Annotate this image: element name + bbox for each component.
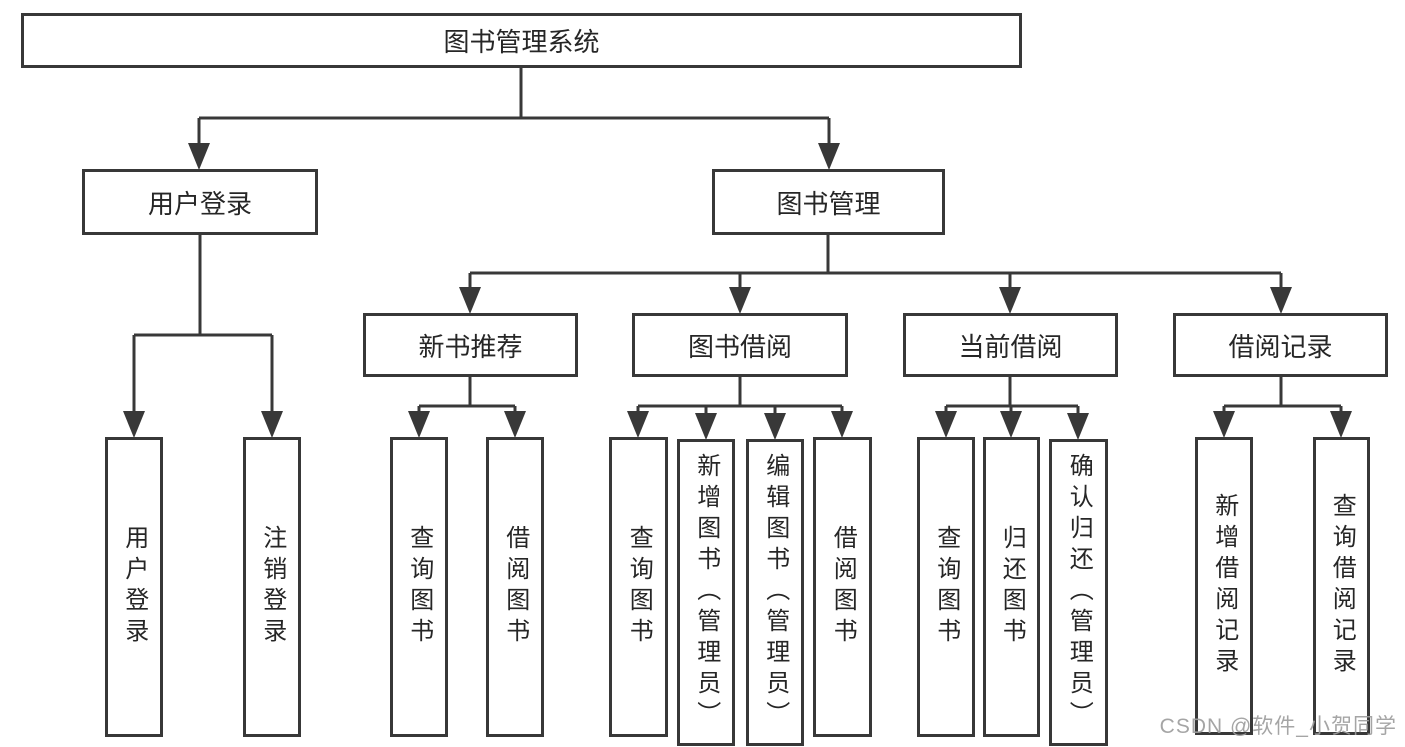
node-label: 图书借阅 (687, 331, 792, 362)
connector-book-mgmt (468, 235, 1283, 291)
node-label: 图书管理 (776, 188, 881, 219)
leaf-current-confirm-return-admin: 确认归还（管理员） (1049, 439, 1108, 746)
node-current-borrow: 当前借阅 (903, 313, 1118, 377)
arrow-down-icon (123, 411, 145, 438)
leaf-user-login: 用户登录 (105, 437, 163, 737)
node-book-borrow: 图书借阅 (632, 313, 848, 377)
arrow-down-icon (261, 411, 283, 438)
node-label: 借阅图书 (501, 525, 529, 649)
connector-user-login (132, 235, 274, 414)
arrow-down-icon (1213, 411, 1235, 438)
connector-records (1222, 377, 1343, 414)
node-label: 用户登录 (120, 525, 148, 649)
leaf-borrow-borrow-books: 借阅图书 (813, 437, 872, 737)
node-label: 新增借阅记录 (1210, 493, 1238, 679)
leaf-borrow-add-books-admin: 新增图书（管理员） (677, 439, 735, 746)
arrowheads (123, 143, 1352, 440)
arrow-down-icon (1270, 287, 1292, 314)
leaf-borrow-query-books: 查询图书 (609, 437, 668, 737)
arrow-down-icon (504, 411, 526, 438)
node-label: 查询图书 (932, 525, 960, 649)
leaf-recommend-query-books: 查询图书 (390, 437, 448, 737)
arrow-down-icon (729, 287, 751, 314)
node-label: 注销登录 (258, 525, 286, 649)
node-label: 借阅图书 (829, 525, 857, 649)
connector-current (944, 377, 1080, 416)
node-label: 当前借阅 (958, 331, 1063, 362)
node-borrow-records: 借阅记录 (1173, 313, 1388, 377)
leaf-borrow-edit-books-admin: 编辑图书（管理员） (746, 439, 804, 746)
arrow-down-icon (188, 143, 210, 170)
arrow-down-icon (408, 411, 430, 438)
arrow-down-icon (764, 413, 786, 440)
node-root: 图书管理系统 (21, 13, 1022, 68)
leaf-records-query-record: 查询借阅记录 (1313, 437, 1370, 735)
node-label: 图书管理系统 (443, 27, 600, 57)
leaf-logout-login: 注销登录 (243, 437, 301, 737)
connector-root (197, 68, 831, 146)
node-label: 确认归还（管理员） (1065, 453, 1093, 732)
node-label: 用户登录 (147, 188, 252, 219)
node-new-book-recommend: 新书推荐 (363, 313, 578, 377)
node-label: 归还图书 (998, 525, 1026, 649)
arrow-down-icon (1000, 411, 1022, 438)
arrow-down-icon (818, 143, 840, 170)
connector-new-rec (417, 377, 517, 414)
arrow-down-icon (999, 287, 1021, 314)
node-label: 查询图书 (625, 525, 653, 649)
arrow-down-icon (459, 287, 481, 314)
node-label: 查询图书 (405, 525, 433, 649)
node-user-login: 用户登录 (82, 169, 318, 235)
connector-borrow (636, 377, 844, 416)
leaf-recommend-borrow-books: 借阅图书 (486, 437, 544, 737)
node-label: 新增图书（管理员） (692, 453, 720, 732)
node-book-management: 图书管理 (712, 169, 945, 235)
node-label: 查询借阅记录 (1328, 493, 1356, 679)
node-label: 编辑图书（管理员） (761, 453, 789, 732)
arrow-down-icon (1067, 413, 1089, 440)
node-label: 借阅记录 (1228, 331, 1333, 362)
arrow-down-icon (695, 413, 717, 440)
arrow-down-icon (831, 411, 853, 438)
arrow-down-icon (1330, 411, 1352, 438)
leaf-records-add-record: 新增借阅记录 (1195, 437, 1253, 735)
arrow-down-icon (627, 411, 649, 438)
leaf-current-query-books: 查询图书 (917, 437, 975, 737)
leaf-current-return-books: 归还图书 (983, 437, 1040, 737)
arrow-down-icon (935, 411, 957, 438)
node-label: 新书推荐 (418, 331, 523, 362)
